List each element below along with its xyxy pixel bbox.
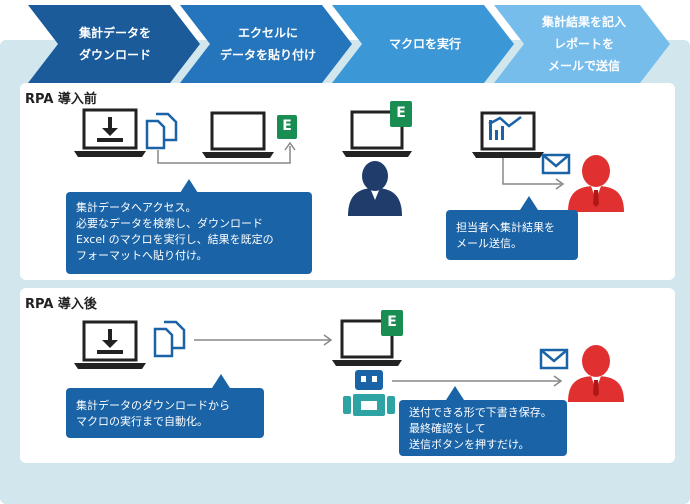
flow-line-2 [502, 158, 561, 185]
report-laptop-icon [472, 111, 544, 158]
recipient-person-icon [568, 155, 624, 212]
documents-icon [145, 112, 178, 150]
before-title: RPA 導入前 [25, 92, 97, 107]
after-right-callout-tail [446, 386, 464, 400]
step-3-chevron [332, 5, 514, 83]
recipient-person-icon-after [568, 345, 624, 402]
flow-arrow-4 [553, 375, 563, 387]
step-2-chevron [180, 5, 352, 83]
step-4-chevron [494, 5, 670, 83]
staff-person-icon [348, 161, 402, 216]
after-left-callout: 集計データのダウンロードから マクロの実行まで自動化。 [66, 388, 264, 438]
mail-icon [541, 153, 571, 175]
before-right-callout: 担当者へ集計結果を メール送信。 [446, 210, 578, 260]
excel-icon [277, 115, 297, 139]
download-laptop-icon [74, 108, 146, 157]
excel-letter: E [282, 118, 292, 134]
step-1-label: 集計データを ダウンロード [78, 26, 151, 62]
after-title: RPA 導入後 [25, 297, 97, 312]
step-3-label: マクロを実行 [388, 37, 461, 51]
after-right-callout: 送付できる形で下書き保存。 最終確認をして 送信ボタンを押すだけ。 [399, 400, 567, 456]
flow-arrow-2 [555, 178, 565, 190]
step-4-label: 集計結果を記入 レポートを メールで送信 [541, 15, 626, 73]
step-2-label: エクセルに データを貼り付け [219, 26, 316, 62]
robot-icon [343, 370, 395, 416]
download-laptop-icon-after [74, 320, 146, 369]
laptop-icon [202, 111, 274, 158]
mail-icon-after [539, 348, 569, 370]
excel-letter-2: E [396, 105, 406, 121]
after-left-callout-tail [212, 374, 230, 388]
step-1-chevron [28, 5, 200, 83]
before-left-callout-tail [180, 179, 198, 193]
flow-arrow-3 [323, 334, 333, 346]
step-chevrons [28, 5, 670, 83]
documents-icon-after [153, 320, 186, 358]
flow-arrow-1 [284, 141, 296, 151]
flow-line-1 [157, 146, 291, 164]
excel-letter-after: E [387, 314, 397, 330]
before-left-callout: 集計データへアクセス。 必要なデータを検索し、ダウンロード Excel のマクロ… [66, 192, 312, 274]
before-right-callout-tail [520, 196, 538, 210]
process-steps: 集計データを ダウンロード エクセルに データを貼り付け マクロを実行 集計結果… [0, 0, 690, 88]
laptop-excel-icon [342, 101, 412, 157]
laptop-excel-icon-after [332, 310, 403, 366]
